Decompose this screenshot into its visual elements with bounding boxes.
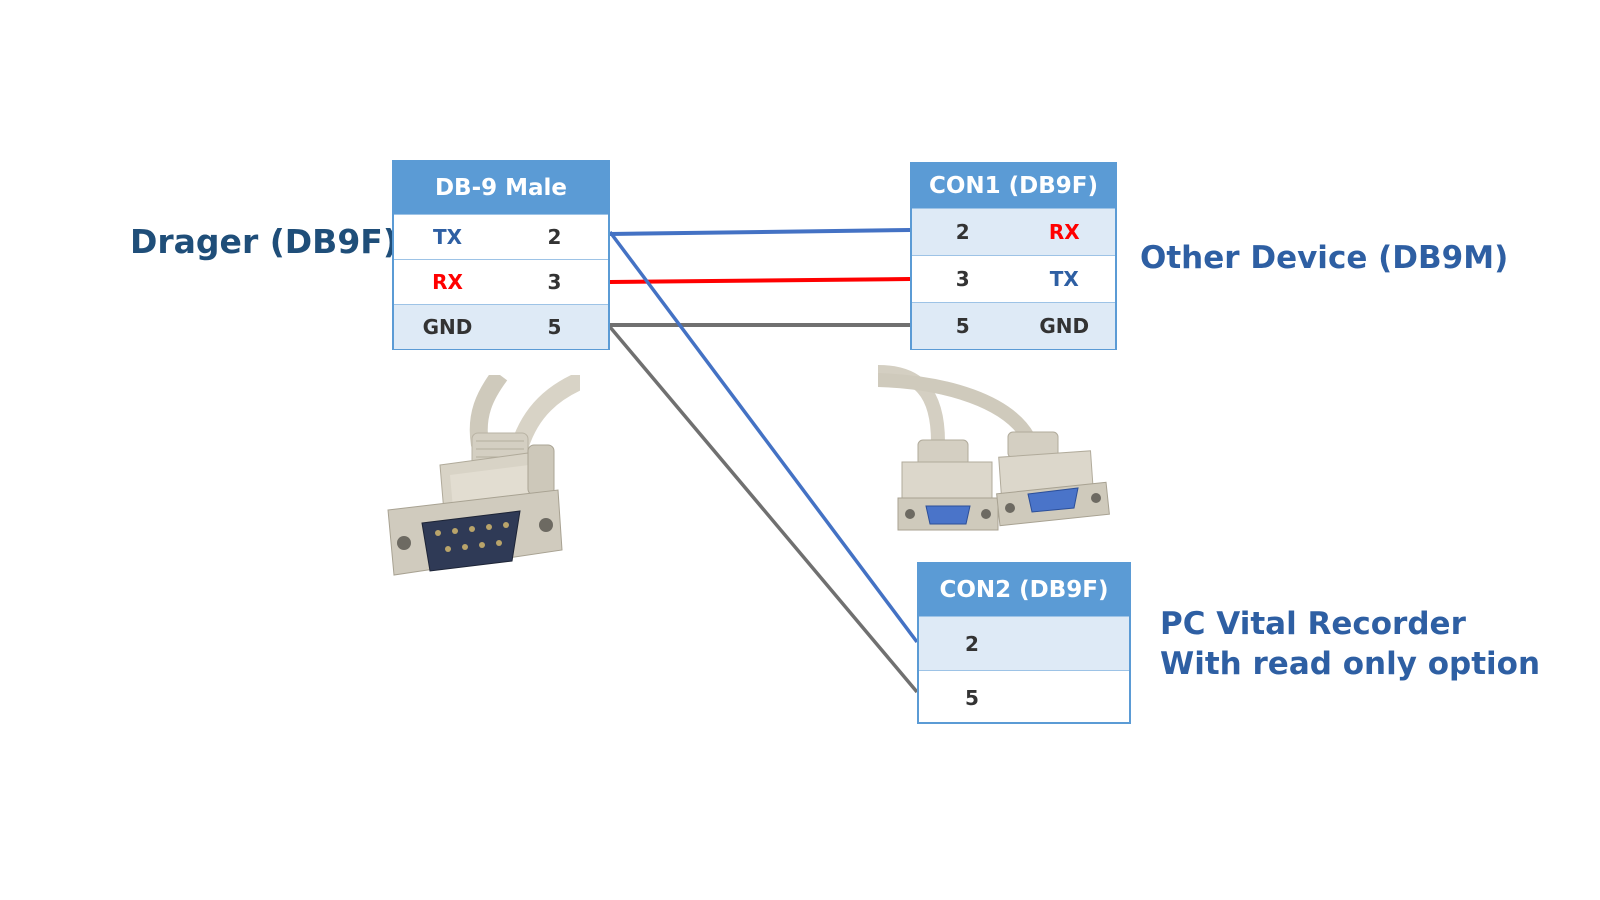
con1-pin-2: 2: [955, 220, 970, 244]
con2-title: CON2 (DB9F): [919, 564, 1129, 616]
db9-male-table: DB-9 Male TX 2 RX 3 GND 5: [392, 160, 610, 350]
con2-pin-5: 5: [965, 685, 979, 710]
db9-row-gnd: GND 5: [394, 304, 608, 349]
drager-label: Drager (DB9F): [130, 222, 398, 261]
pc-label-line1: PC Vital Recorder: [1160, 606, 1466, 642]
wire-rx-to-con1: [609, 277, 911, 284]
wire-tx-to-con1: [609, 228, 911, 236]
con1-pin-3: 3: [955, 267, 970, 291]
con1-signal-gnd: GND: [1039, 314, 1090, 338]
con1-row-rx: 2 RX: [912, 208, 1115, 255]
pc-vital-recorder-label: PC Vital Recorder With read only option: [1160, 604, 1540, 684]
con1-signal-rx: RX: [1048, 220, 1080, 244]
db9-pin-2: 2: [547, 225, 562, 249]
con1-signal-tx: TX: [1049, 267, 1079, 291]
con1-row-tx: 3 TX: [912, 255, 1115, 302]
con1-table: CON1 (DB9F) 2 RX 3 TX 5 GND: [910, 162, 1117, 350]
db9-pin-3: 3: [547, 270, 562, 294]
pc-label-line2: With read only option: [1160, 646, 1541, 682]
wire-gnd-to-con2: [608, 325, 919, 694]
db9-male-connector-icon: [387, 375, 580, 576]
db9-signal-gnd: GND: [422, 315, 473, 339]
con1-title: CON1 (DB9F): [912, 164, 1115, 208]
db9-row-rx: RX 3: [394, 259, 608, 304]
con2-table: CON2 (DB9F) 2 5: [917, 562, 1131, 724]
db9-male-title: DB-9 Male: [394, 162, 608, 214]
con2-row-2: 2: [919, 616, 1129, 670]
con1-pin-5: 5: [955, 314, 970, 338]
wire-tx-to-con2: [608, 230, 919, 644]
db9-female-connectors-icon: [878, 365, 1110, 531]
db9-signal-rx: RX: [432, 270, 463, 294]
con1-row-gnd: 5 GND: [912, 302, 1115, 349]
db9-row-tx: TX 2: [394, 214, 608, 259]
db9-signal-tx: TX: [432, 225, 463, 249]
con2-row-5: 5: [919, 670, 1129, 724]
other-device-label: Other Device (DB9M): [1140, 240, 1509, 276]
con2-pin-2: 2: [965, 631, 979, 656]
db9-pin-5: 5: [547, 315, 562, 339]
